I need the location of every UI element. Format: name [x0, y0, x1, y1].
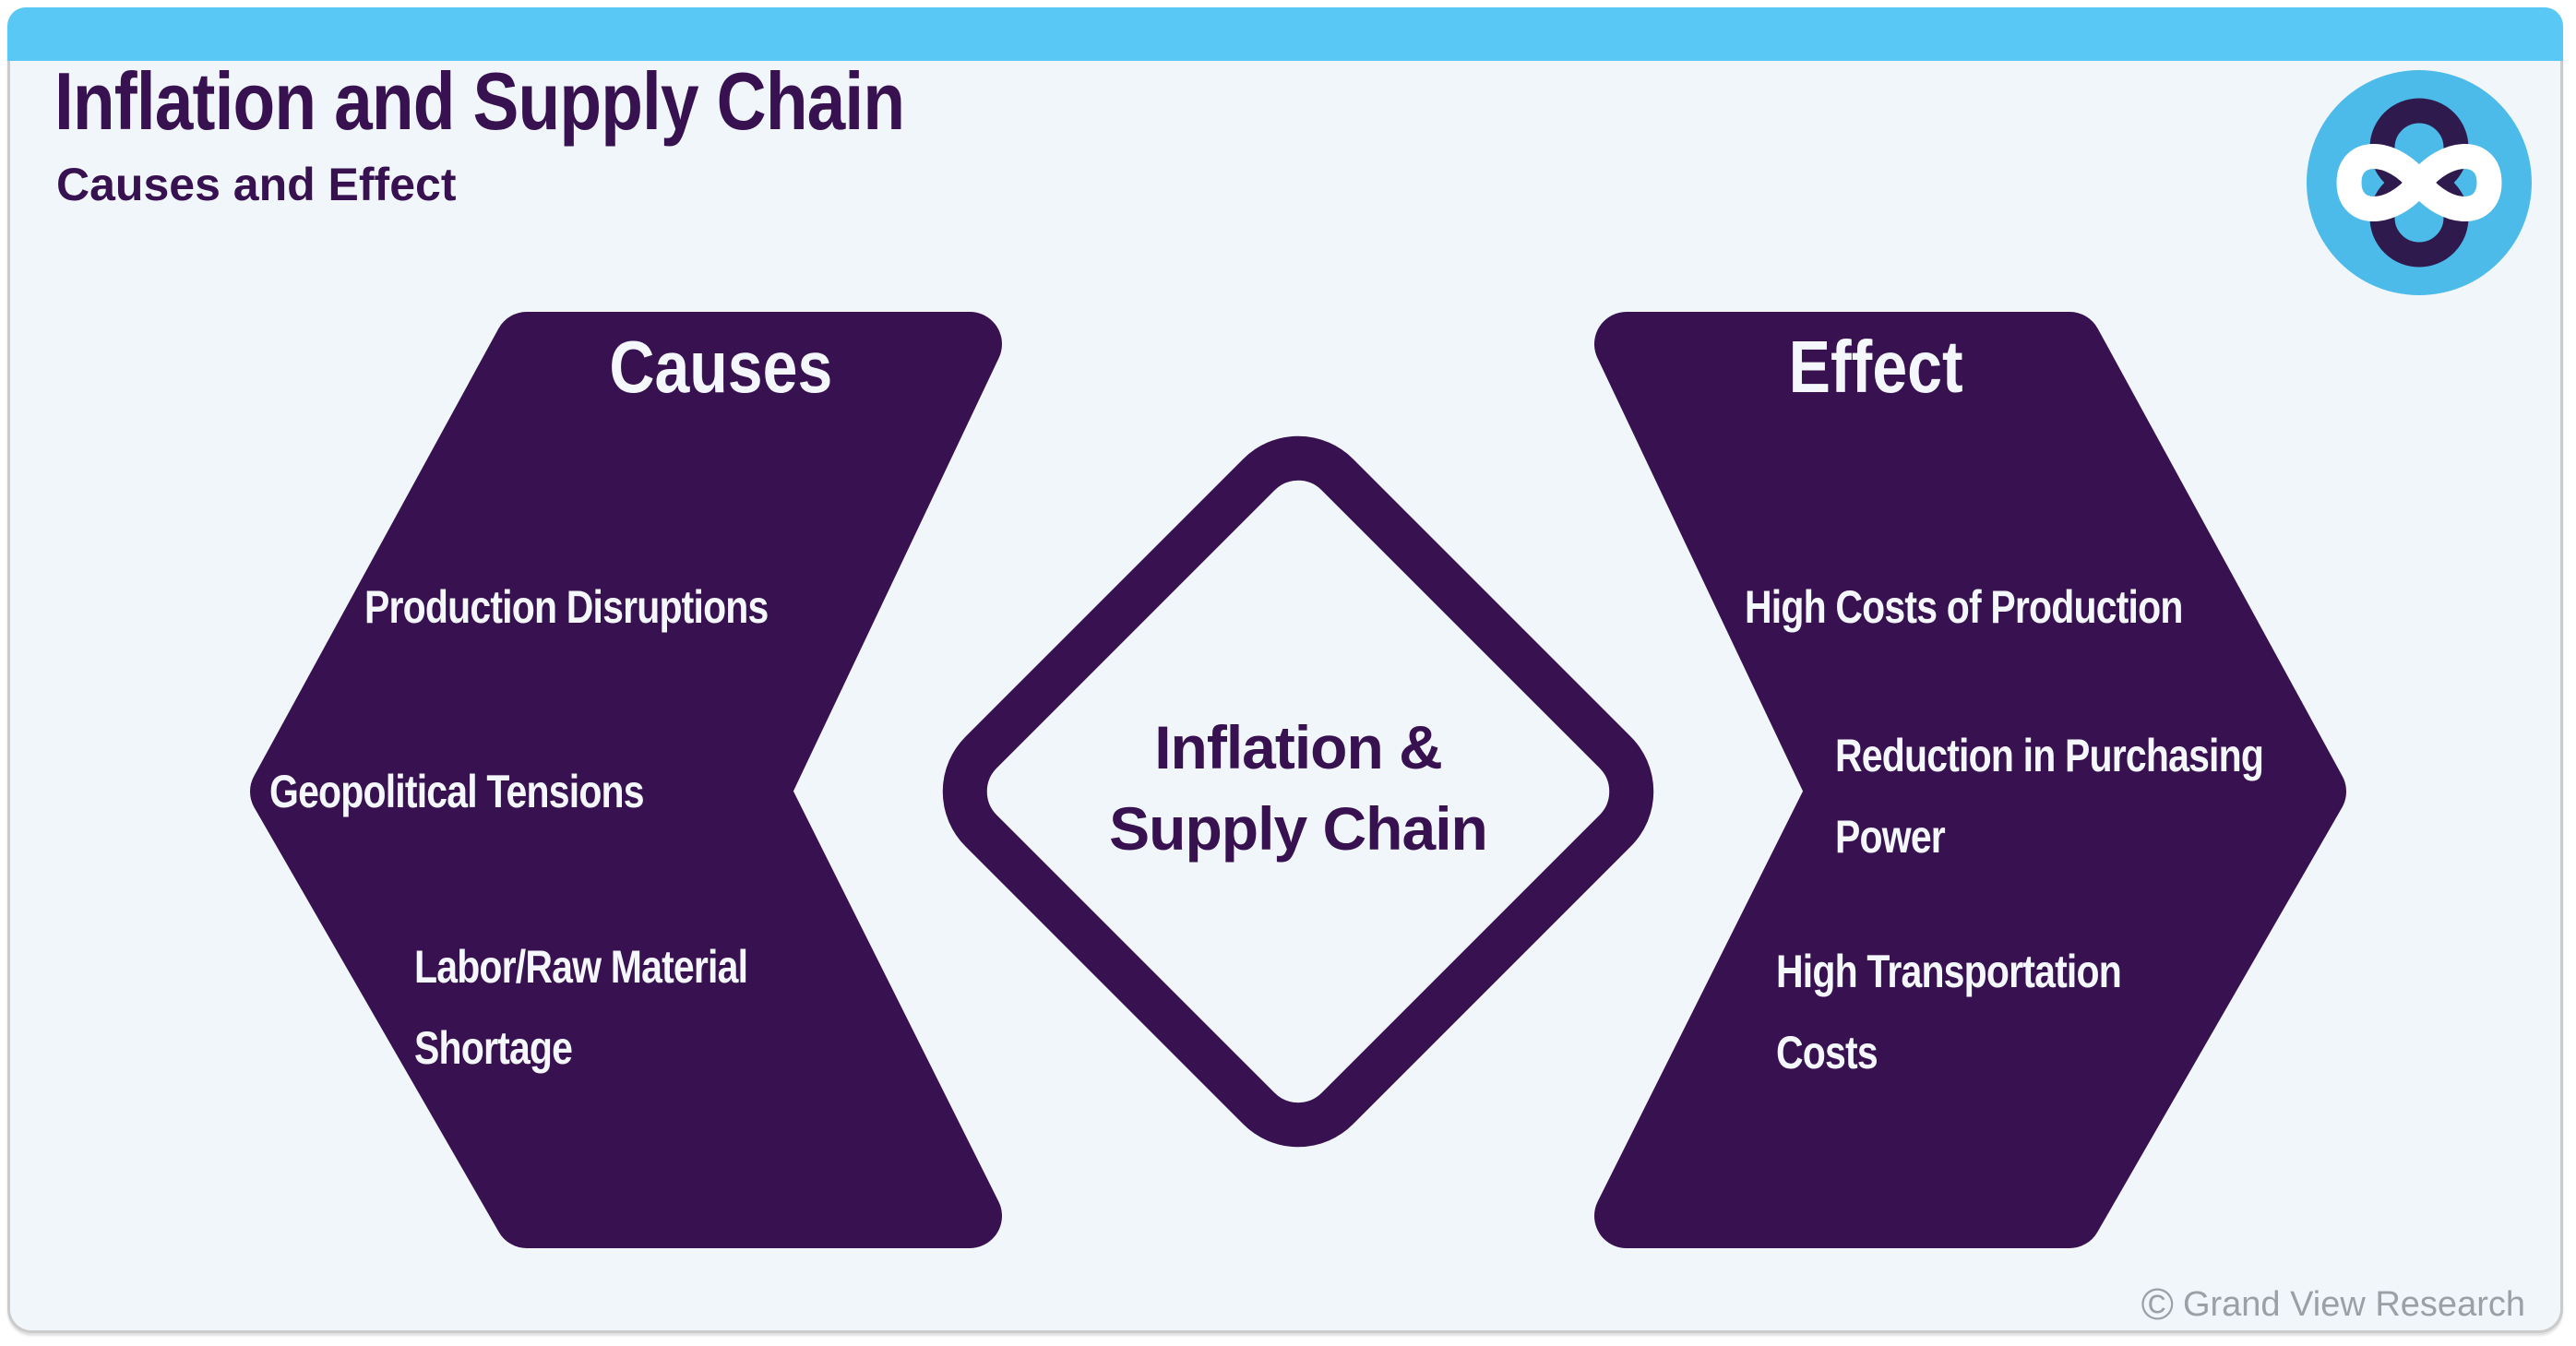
grand-view-research-logo-icon [2307, 70, 2532, 295]
effect-item-high-transportation-costs: High Transportation Costs [1776, 931, 2122, 1093]
cause-item-labor-raw-material-shortage: Labor/Raw Material Shortage [414, 926, 748, 1089]
causes-chevron-shape [250, 312, 1002, 1248]
cause-item-production-disruptions: Production Disruptions [364, 566, 769, 648]
center-node-line: Supply Chain [1109, 794, 1488, 863]
copyright-notice: ©Grand View Research [2141, 1282, 2525, 1328]
cause-item-line: Geopolitical Tensions [269, 766, 645, 817]
cause-item-line: Labor/Raw Material [414, 941, 748, 993]
center-node-line: Inflation & [1154, 713, 1443, 781]
copyright-text: Grand View Research [2182, 1285, 2525, 1324]
cause-item-line: Shortage [414, 1022, 573, 1074]
effect-chevron-shape [1594, 312, 2346, 1248]
effect-item-reduction-in-purchasing-power: Reduction in Purchasing Power [1835, 715, 2264, 877]
infographic-card: Inflation and Supply Chain Causes and Ef… [7, 7, 2563, 1333]
page-subtitle: Causes and Effect [56, 159, 457, 210]
effect-item-high-costs-of-production: High Costs of Production [1745, 566, 2183, 648]
center-node-label: Inflation & Supply Chain [952, 707, 1644, 869]
cause-item-line: Production Disruptions [364, 581, 769, 633]
page-title-text: Inflation and Supply Chain [54, 55, 905, 147]
center-diamond-shape [942, 435, 1654, 1148]
top-accent-bar [7, 7, 2563, 61]
effect-item-line: Power [1835, 811, 1946, 863]
effect-header: Effect [1788, 326, 1963, 408]
effect-item-line: High Transportation [1776, 946, 2122, 997]
effect-item-line: Reduction in Purchasing [1835, 730, 2264, 781]
effect-item-line: High Costs of Production [1745, 581, 2183, 633]
diagram-shapes [250, 312, 2346, 1248]
effect-item-line: Costs [1776, 1027, 1878, 1078]
page-title: Inflation and Supply Chain [54, 57, 1055, 146]
causes-header: Causes [609, 326, 832, 408]
cause-item-geopolitical-tensions: Geopolitical Tensions [269, 751, 645, 832]
copyright-icon: © [2141, 1280, 2174, 1329]
